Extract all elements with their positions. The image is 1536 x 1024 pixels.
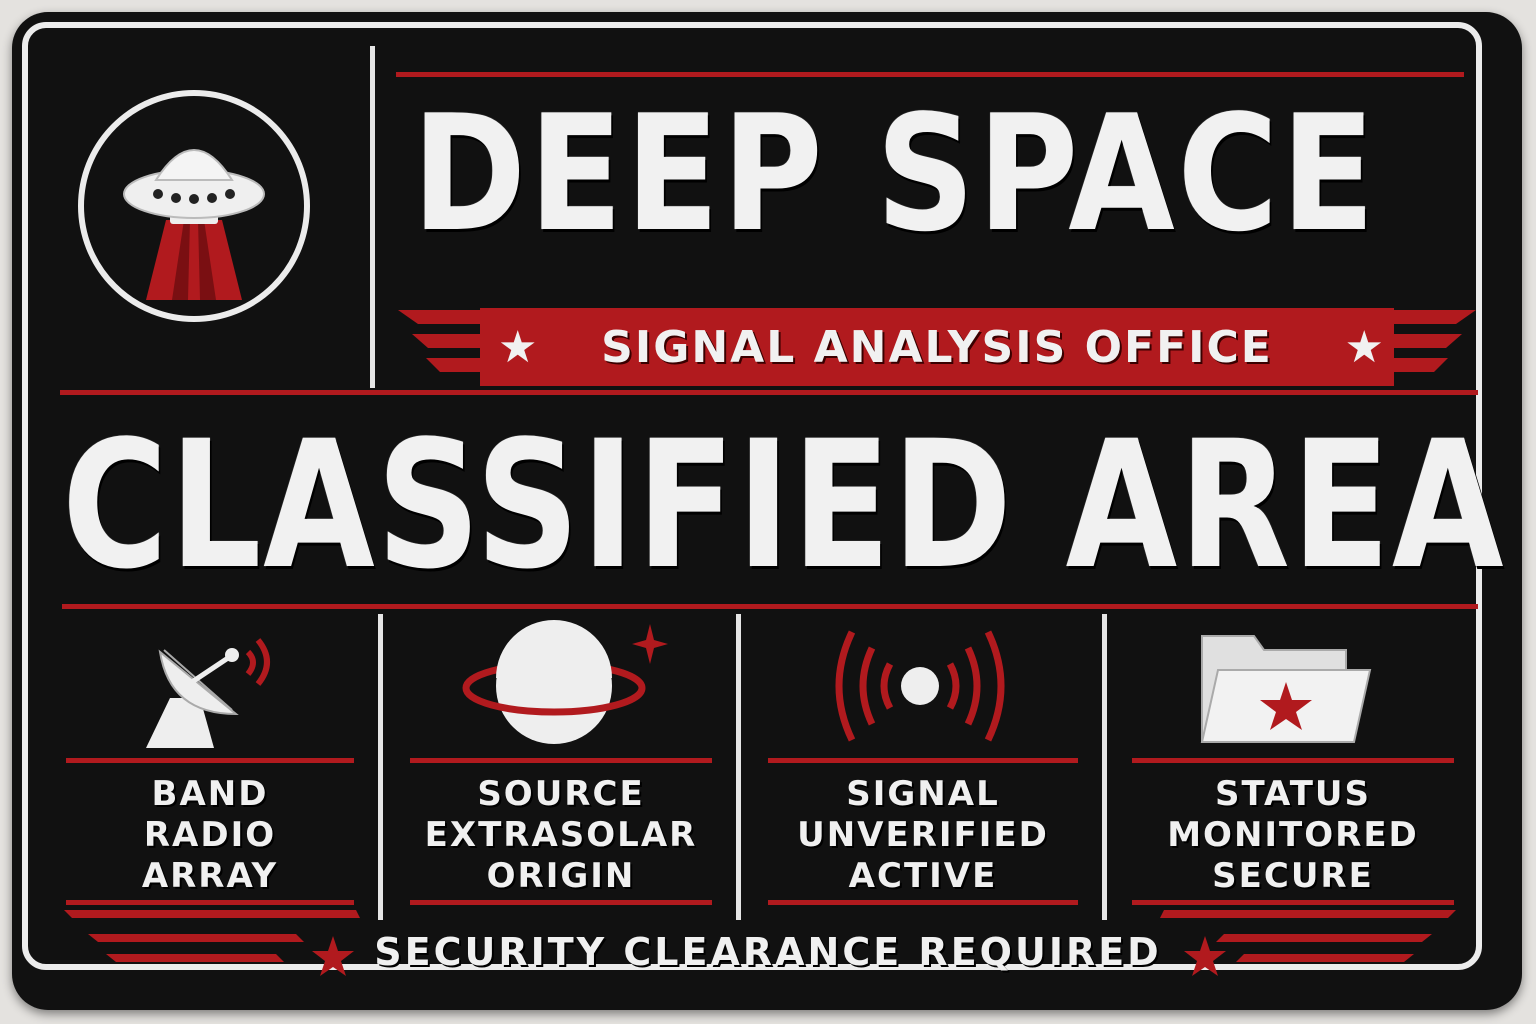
panel-2-label: SOURCE EXTRASOLAR ORIGIN: [402, 774, 720, 897]
panel-1-label: BAND RADIO ARRAY: [66, 774, 354, 897]
panel-2-line1: SOURCE: [477, 774, 645, 814]
footer-notice: SECURITY CLEARANCE REQUIRED: [374, 930, 1162, 974]
panel-4-line2: MONITORED: [1167, 815, 1419, 855]
header-subtitle: SIGNAL ANALYSIS OFFICE: [601, 322, 1273, 373]
subtitle-banner: [398, 308, 1476, 386]
footer-star-right-icon: [1184, 936, 1226, 976]
panel-divider-2: [736, 614, 741, 920]
satellite-dish-icon: [146, 638, 270, 748]
panel-divider-3: [1102, 614, 1107, 920]
subtitle-banner-content: ★ SIGNAL ANALYSIS OFFICE ★: [398, 308, 1476, 388]
classified-folder-icon: [1200, 635, 1372, 743]
panel-2-bottom-line: [410, 900, 712, 905]
banner-star-left: ★: [498, 322, 538, 373]
top-accent-line: [396, 72, 1464, 77]
signal-waves-icon: [835, 630, 1005, 742]
panel-1-bottom-line: [66, 900, 354, 905]
panel-3-bottom-line: [768, 900, 1078, 905]
header-title: DEEP SPACE: [412, 80, 1378, 267]
logo-divider: [370, 46, 375, 388]
footer-star-left-icon: [312, 936, 354, 976]
panel-3-line2: UNVERIFIED: [797, 815, 1049, 855]
header-bottom-line: [60, 390, 1478, 395]
headline-bottom-line: [62, 604, 1478, 609]
ufo-icon: [123, 149, 265, 300]
footer-stripes-left: [64, 910, 360, 962]
planet-icon: [462, 620, 668, 744]
panel-4-line3: SECURE: [1212, 856, 1374, 896]
panel-divider-1: [378, 614, 383, 920]
panel-1-top-line: [66, 758, 354, 763]
panel-1-line1: BAND: [151, 774, 269, 814]
panel-2-line3: ORIGIN: [486, 856, 636, 896]
panel-3-top-line: [768, 758, 1078, 763]
panel-1-line2: RADIO: [143, 815, 277, 855]
panel-4-label: STATUS MONITORED SECURE: [1132, 774, 1454, 897]
panel-3-line1: SIGNAL: [846, 774, 1000, 814]
panel-4-top-line: [1132, 758, 1454, 763]
ufo-logo-badge: [78, 90, 310, 322]
panel-4-bottom-line: [1132, 900, 1454, 905]
footer-stripes-right: [1160, 910, 1456, 962]
panel-2-top-line: [410, 758, 712, 763]
panel-3-line3: ACTIVE: [848, 856, 998, 896]
main-headline: CLASSIFIED AREA: [62, 403, 1506, 608]
panel-2-line2: EXTRASOLAR: [424, 815, 698, 855]
banner-star-right: ★: [1344, 322, 1384, 373]
panel-3-label: SIGNAL UNVERIFIED ACTIVE: [764, 774, 1082, 897]
sign-frame: [22, 22, 1482, 970]
panel-1-line3: ARRAY: [141, 856, 279, 896]
panel-4-line1: STATUS: [1214, 774, 1371, 814]
